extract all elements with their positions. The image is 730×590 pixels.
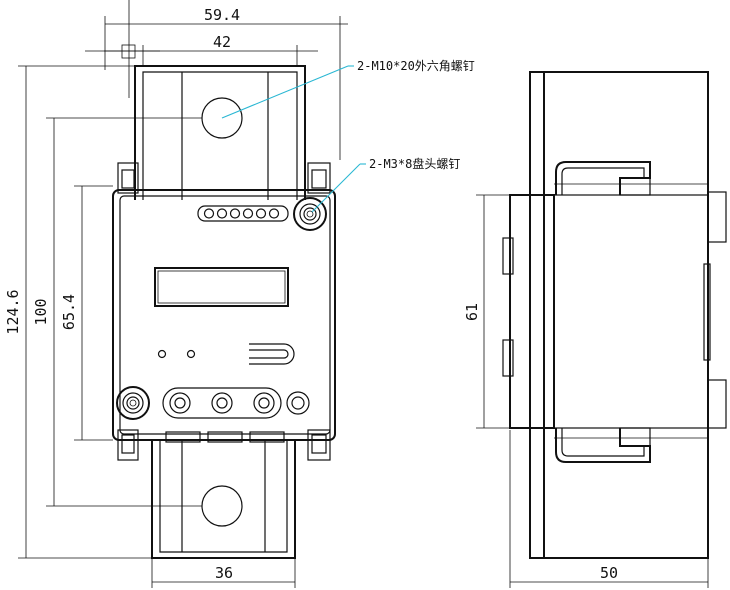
lcd-display-window [154,267,289,307]
side-dimensions: 61 50 [463,194,709,588]
bottom-bolt-hole [201,485,243,527]
dim-bottom-width: 36 [215,564,233,582]
dim-hole-spacing: 100 [32,298,50,325]
dim-body-height: 65.4 [60,294,78,330]
callout-pan-screw: 2-M3*8盘头螺钉 [369,156,460,171]
front-view [104,0,336,559]
dim-overall-height: 124.6 [4,289,22,334]
front-dimensions: 59.4 42 124.6 100 65.4 36 [4,6,348,588]
led-indicator-strip [197,205,289,222]
terminal-strip [162,387,282,419]
callouts: 2-M10*20外六角螺钉 2-M3*8盘头螺钉 [221,59,475,213]
top-busbar [134,65,306,200]
dim-side-height: 61 [463,303,481,321]
hook-symbol [249,343,295,365]
pan-screw-top [293,197,327,231]
dim-body-width: 42 [213,33,231,51]
side-housing [543,71,709,559]
pan-screw-bottom [116,386,150,420]
dim-overall-width: 59.4 [204,6,240,24]
callout-hex-bolt: 2-M10*20外六角螺钉 [357,59,475,73]
dim-side-depth: 50 [600,564,618,582]
meter-housing [112,189,336,441]
side-view [502,71,727,559]
bottom-busbar [151,440,296,559]
